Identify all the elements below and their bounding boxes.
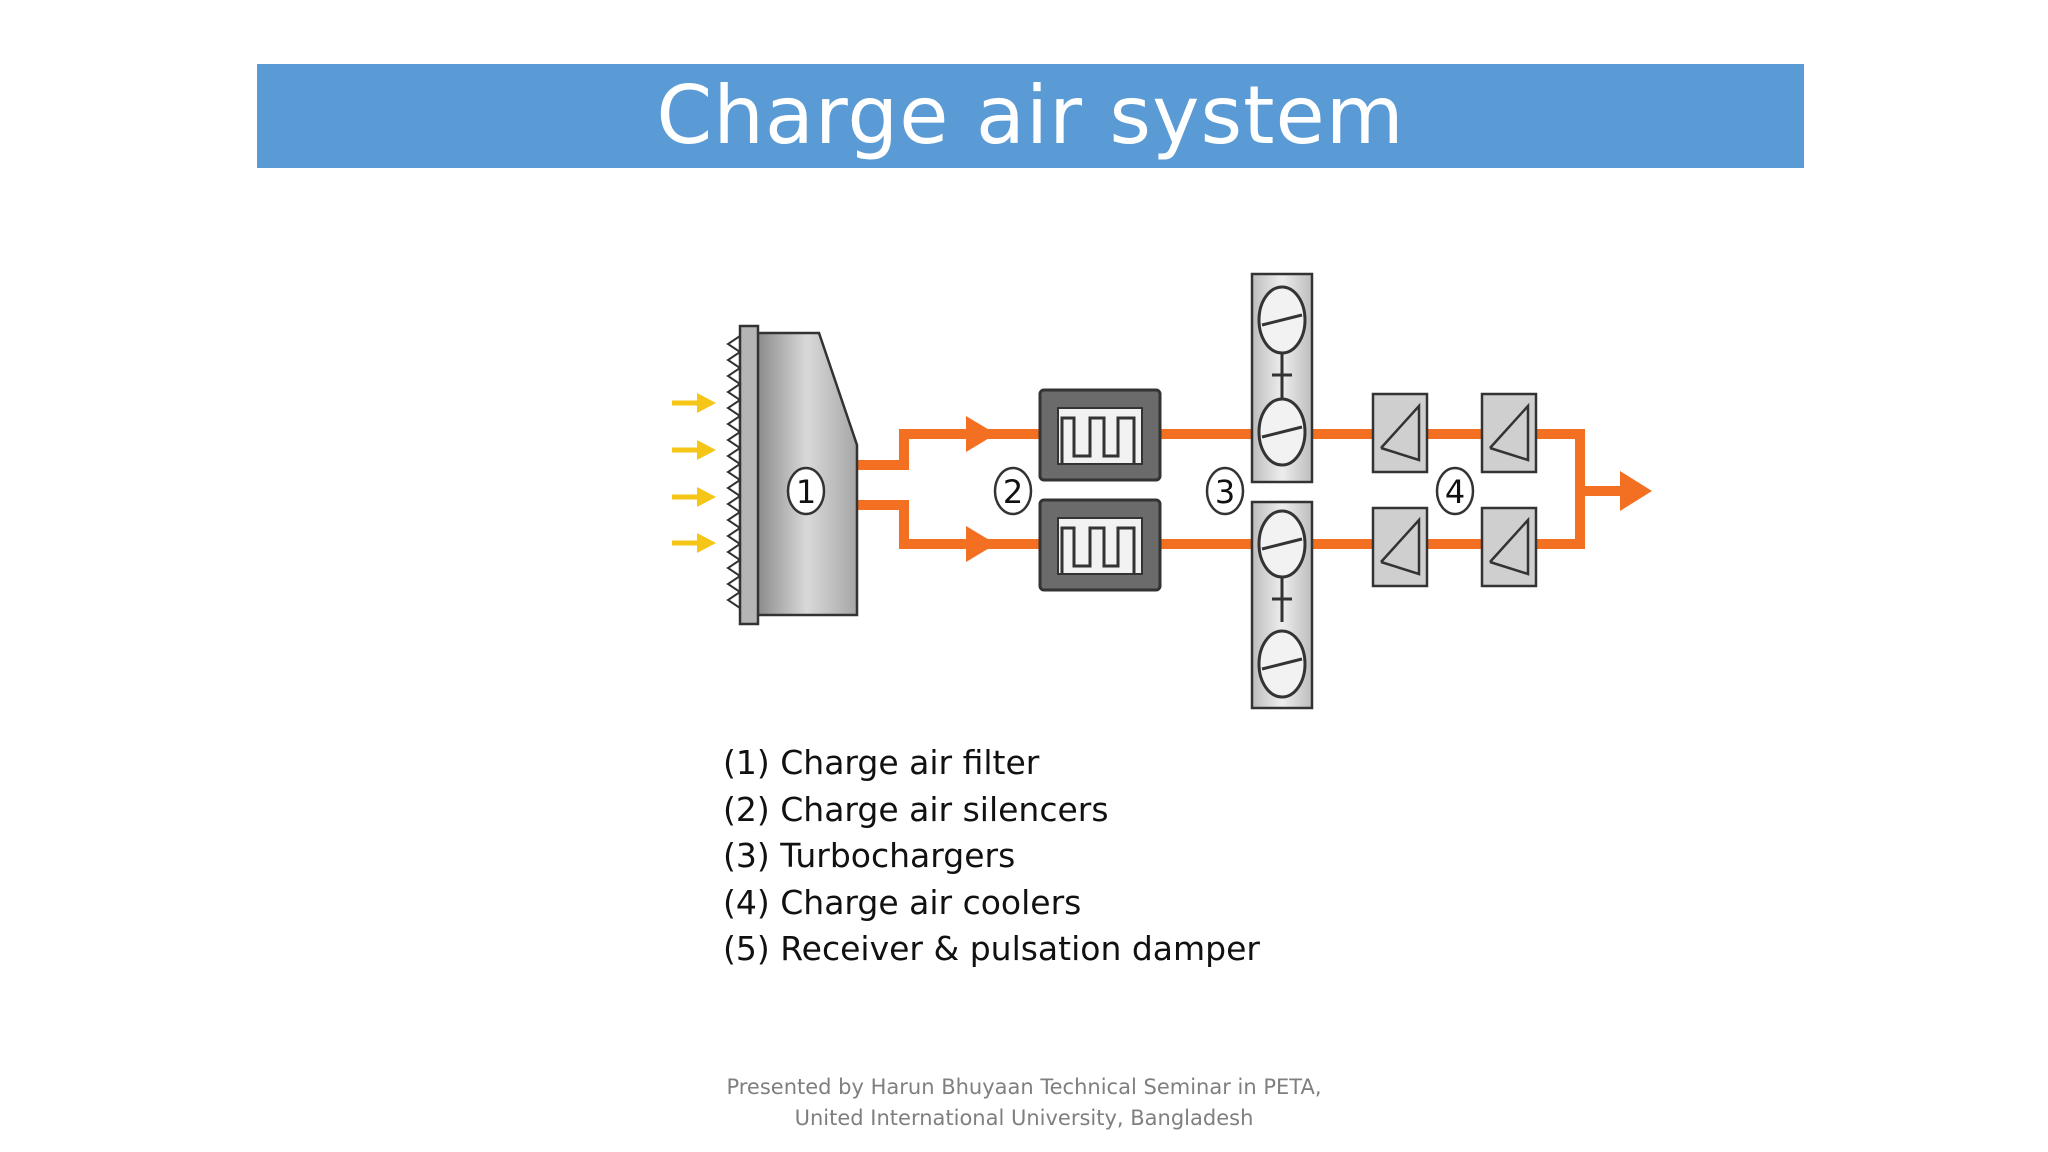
callout-4: 4: [1435, 466, 1475, 516]
intake-arrows: [672, 393, 716, 553]
charge-air-coolers: [1371, 392, 1538, 588]
intake-arrow: [672, 533, 716, 553]
footer-line-1: Presented by Harun Bhuyaan Technical Sem…: [726, 1075, 1322, 1099]
legend-item: (3) Turbochargers: [723, 836, 1016, 875]
callout-label: 3: [1215, 473, 1235, 511]
outlet-arrowhead: [1620, 471, 1652, 511]
charge-air-silencer: [1038, 498, 1162, 592]
footer-line-2: United International University, Banglad…: [794, 1106, 1254, 1130]
turbocharger: [1250, 272, 1314, 484]
slide-title: Charge air system: [656, 69, 1405, 162]
legend-item: (2) Charge air silencers: [723, 789, 1109, 829]
turbocharger: [1250, 500, 1314, 710]
title-bar: Charge air system: [257, 64, 1804, 168]
charge-air-diagram: 1 2 3 4: [672, 272, 1652, 710]
charge-air-silencer: [1038, 388, 1162, 482]
intake-arrow: [672, 393, 716, 413]
charge-air-cooler: [1371, 506, 1429, 588]
legend-item: (5) Receiver & pulsation damper: [723, 929, 1260, 968]
air-flow-path: [857, 429, 1622, 549]
callout-label: 2: [1003, 473, 1023, 511]
callout-3: 3: [1205, 466, 1245, 516]
component-legend: (1) Charge air filter (2) Charge air sil…: [723, 740, 1260, 973]
charge-air-cooler: [1480, 506, 1538, 588]
callout-1: 1: [786, 466, 826, 516]
callout-label: 1: [796, 473, 816, 511]
flow-arrowhead: [966, 526, 996, 562]
intake-arrow: [672, 487, 716, 507]
charge-air-cooler: [1371, 392, 1429, 474]
charge-air-cooler: [1480, 392, 1538, 474]
slide-footer: Presented by Harun Bhuyaan Technical Sem…: [0, 1072, 2048, 1134]
flow-arrowhead: [966, 416, 996, 452]
callout-label: 4: [1445, 473, 1465, 511]
flow-arrowheads: [966, 416, 1652, 562]
legend-item: (4) Charge air coolers: [723, 882, 1082, 922]
callout-2: 2: [993, 466, 1033, 516]
intake-arrow: [672, 440, 716, 460]
legend-item: (1) Charge air filter: [723, 743, 1040, 782]
